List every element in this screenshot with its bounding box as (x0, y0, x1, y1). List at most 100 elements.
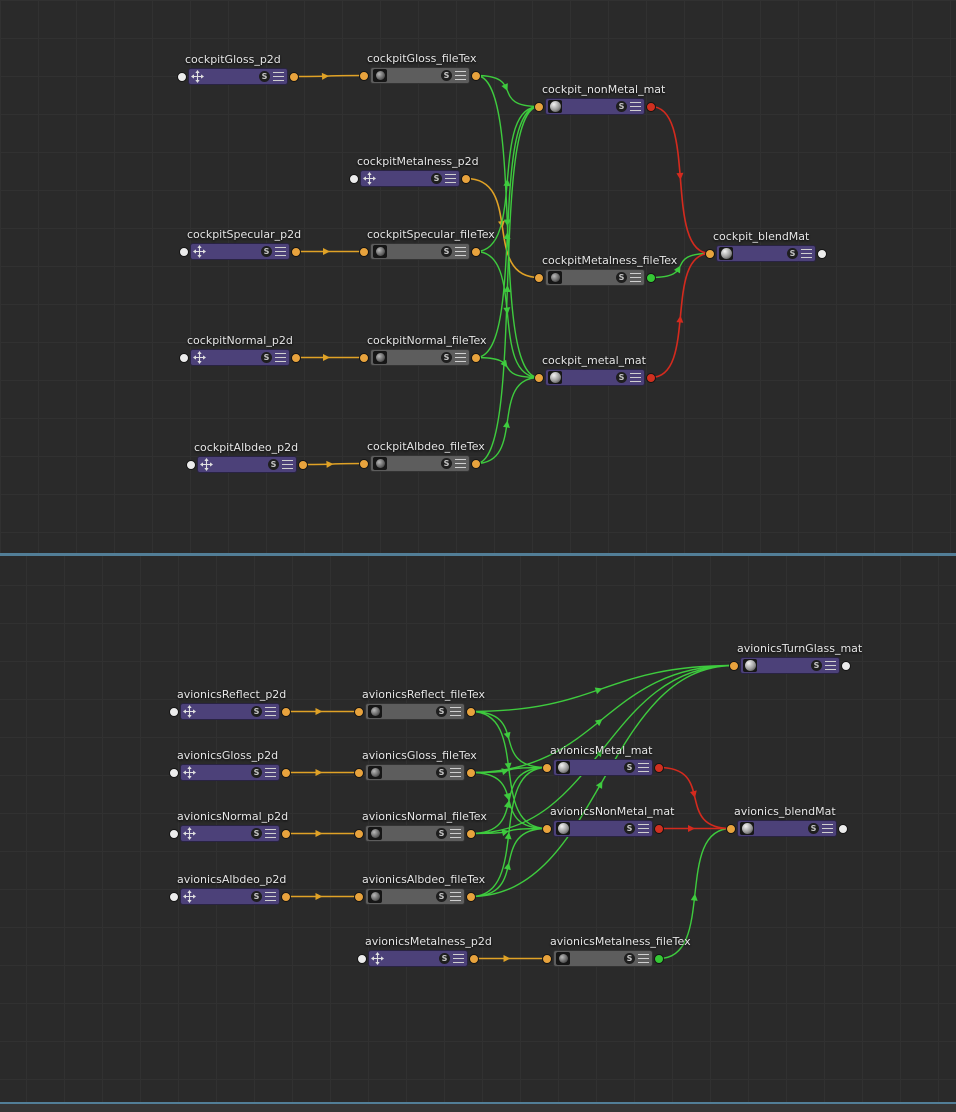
swatch-toggle-icon[interactable]: S (616, 372, 627, 383)
output-socket[interactable] (654, 953, 664, 964)
input-socket[interactable] (359, 70, 369, 81)
swatch-toggle-icon[interactable]: S (808, 823, 819, 834)
wire-avionicsAlbdeo_fileTex-to-avionicsNonMetal_mat[interactable] (470, 827, 548, 898)
output-socket[interactable] (281, 891, 291, 902)
wire-cockpitMetalness_fileTex-to-cockpit_blendMat[interactable] (650, 252, 711, 279)
input-socket[interactable] (186, 459, 196, 470)
input-socket[interactable] (542, 953, 552, 964)
output-socket[interactable] (646, 101, 656, 112)
output-socket[interactable] (471, 246, 481, 257)
node-bar[interactable]: S (368, 950, 468, 967)
node-bar[interactable]: S (370, 349, 470, 366)
output-socket[interactable] (838, 823, 848, 834)
wire-cockpitNormal_fileTex-to-cockpit_nonMetal_mat[interactable] (475, 105, 540, 359)
swatch-toggle-icon[interactable]: S (441, 70, 452, 81)
wire-avionicsGloss_fileTex-to-avionicsTurnGlass_mat[interactable] (470, 664, 735, 774)
node-bar[interactable]: S (370, 67, 470, 84)
wire-avionicsReflect_fileTex-to-avionicsMetal_mat[interactable] (470, 710, 548, 769)
swatch-toggle-icon[interactable]: S (431, 173, 442, 184)
menu-lines-icon[interactable] (275, 353, 286, 362)
menu-lines-icon[interactable] (455, 459, 466, 468)
wire-cockpitAlbdeo_fileTex-to-cockpit_metal_mat[interactable] (475, 376, 540, 465)
input-socket[interactable] (542, 823, 552, 834)
menu-lines-icon[interactable] (453, 954, 464, 963)
output-socket[interactable] (298, 459, 308, 470)
node-bar[interactable]: S (553, 759, 653, 776)
node-bar[interactable]: S (370, 455, 470, 472)
node-bar[interactable]: S (365, 764, 465, 781)
menu-lines-icon[interactable] (801, 249, 812, 258)
swatch-toggle-icon[interactable]: S (616, 101, 627, 112)
node-bar[interactable]: S (188, 68, 288, 85)
node-bar[interactable]: S (553, 820, 653, 837)
node-bar[interactable]: S (197, 456, 297, 473)
swatch-toggle-icon[interactable]: S (441, 458, 452, 469)
swatch-toggle-icon[interactable]: S (811, 660, 822, 671)
output-socket[interactable] (646, 272, 656, 283)
node-bar[interactable]: S (190, 349, 290, 366)
wire-cockpitMetalness_p2d-to-cockpitMetalness_fileTex[interactable] (465, 177, 540, 279)
node-bar[interactable]: S (370, 243, 470, 260)
menu-lines-icon[interactable] (630, 273, 641, 282)
menu-lines-icon[interactable] (273, 72, 284, 81)
wire-cockpitAlbdeo_p2d-to-cockpitAlbdeo_fileTex[interactable] (302, 462, 365, 466)
swatch-toggle-icon[interactable]: S (439, 953, 450, 964)
input-socket[interactable] (726, 823, 736, 834)
input-socket[interactable] (349, 173, 359, 184)
input-socket[interactable] (179, 352, 189, 363)
pane-divider[interactable] (0, 553, 956, 556)
swatch-toggle-icon[interactable]: S (261, 246, 272, 257)
output-socket[interactable] (281, 828, 291, 839)
wire-cockpitSpecular_fileTex-to-cockpit_metal_mat[interactable] (475, 250, 540, 379)
node-bar[interactable]: S (190, 243, 290, 260)
input-socket[interactable] (705, 248, 715, 259)
input-socket[interactable] (169, 767, 179, 778)
output-socket[interactable] (471, 352, 481, 363)
wire-avionicsAlbdeo_fileTex-to-avionicsMetal_mat[interactable] (470, 766, 548, 898)
menu-lines-icon[interactable] (455, 353, 466, 362)
input-socket[interactable] (359, 352, 369, 363)
swatch-toggle-icon[interactable]: S (259, 71, 270, 82)
menu-lines-icon[interactable] (265, 829, 276, 838)
menu-lines-icon[interactable] (450, 707, 461, 716)
menu-lines-icon[interactable] (275, 247, 286, 256)
node-bar[interactable]: S (180, 825, 280, 842)
output-socket[interactable] (281, 706, 291, 717)
node-bar[interactable]: S (737, 820, 837, 837)
node-bar[interactable]: S (545, 369, 645, 386)
swatch-toggle-icon[interactable]: S (251, 828, 262, 839)
node-bar[interactable]: S (545, 269, 645, 286)
menu-lines-icon[interactable] (630, 102, 641, 111)
output-socket[interactable] (291, 246, 301, 257)
output-socket[interactable] (291, 352, 301, 363)
swatch-toggle-icon[interactable]: S (436, 828, 447, 839)
output-socket[interactable] (289, 71, 299, 82)
wire-avionicsNormal_fileTex-to-avionicsTurnGlass_mat[interactable] (470, 664, 735, 835)
wire-avionicsNormal_fileTex-to-avionicsMetal_mat[interactable] (470, 766, 548, 835)
node-bar[interactable]: S (365, 888, 465, 905)
input-socket[interactable] (359, 246, 369, 257)
input-socket[interactable] (534, 372, 544, 383)
swatch-toggle-icon[interactable]: S (436, 891, 447, 902)
menu-lines-icon[interactable] (282, 460, 293, 469)
input-socket[interactable] (357, 953, 367, 964)
wire-cockpit_nonMetal_mat-to-cockpit_blendMat[interactable] (650, 105, 711, 255)
wire-avionicsAlbdeo_fileTex-to-avionicsTurnGlass_mat[interactable] (470, 664, 735, 898)
output-socket[interactable] (466, 767, 476, 778)
swatch-toggle-icon[interactable]: S (436, 767, 447, 778)
output-socket[interactable] (471, 70, 481, 81)
wire-cockpit_metal_mat-to-cockpit_blendMat[interactable] (650, 252, 711, 379)
